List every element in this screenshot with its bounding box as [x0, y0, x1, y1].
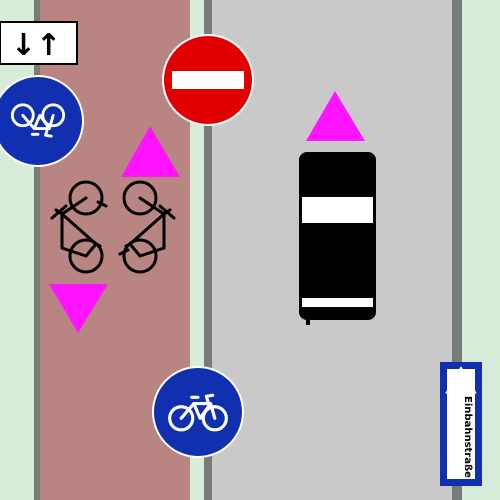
curb-left — [34, 0, 40, 500]
car — [299, 152, 376, 325]
curb-right — [452, 0, 462, 500]
two-way-arrows-sign: ↓↑ — [0, 21, 78, 65]
car-direction-marker — [306, 91, 365, 141]
bike-lane-up-marker — [121, 126, 180, 177]
bicycle-icon — [168, 393, 228, 432]
arrow-up-icon — [445, 365, 477, 401]
no-entry-sign — [162, 34, 254, 126]
bicycle-path-sign-bottom — [152, 366, 244, 458]
one-way-label: Einbahnstraße — [462, 396, 473, 478]
bike-lane-down-marker — [49, 284, 108, 333]
bicycle-icon — [10, 103, 66, 138]
bicycle-path-sign-top — [0, 75, 84, 167]
two-way-arrows-glyph: ↓↑ — [11, 28, 61, 63]
cyclist-left — [50, 180, 108, 274]
cyclist-right — [118, 180, 176, 274]
curb-middle — [204, 0, 212, 500]
one-way-sign: Einbahnstraße — [440, 362, 482, 486]
